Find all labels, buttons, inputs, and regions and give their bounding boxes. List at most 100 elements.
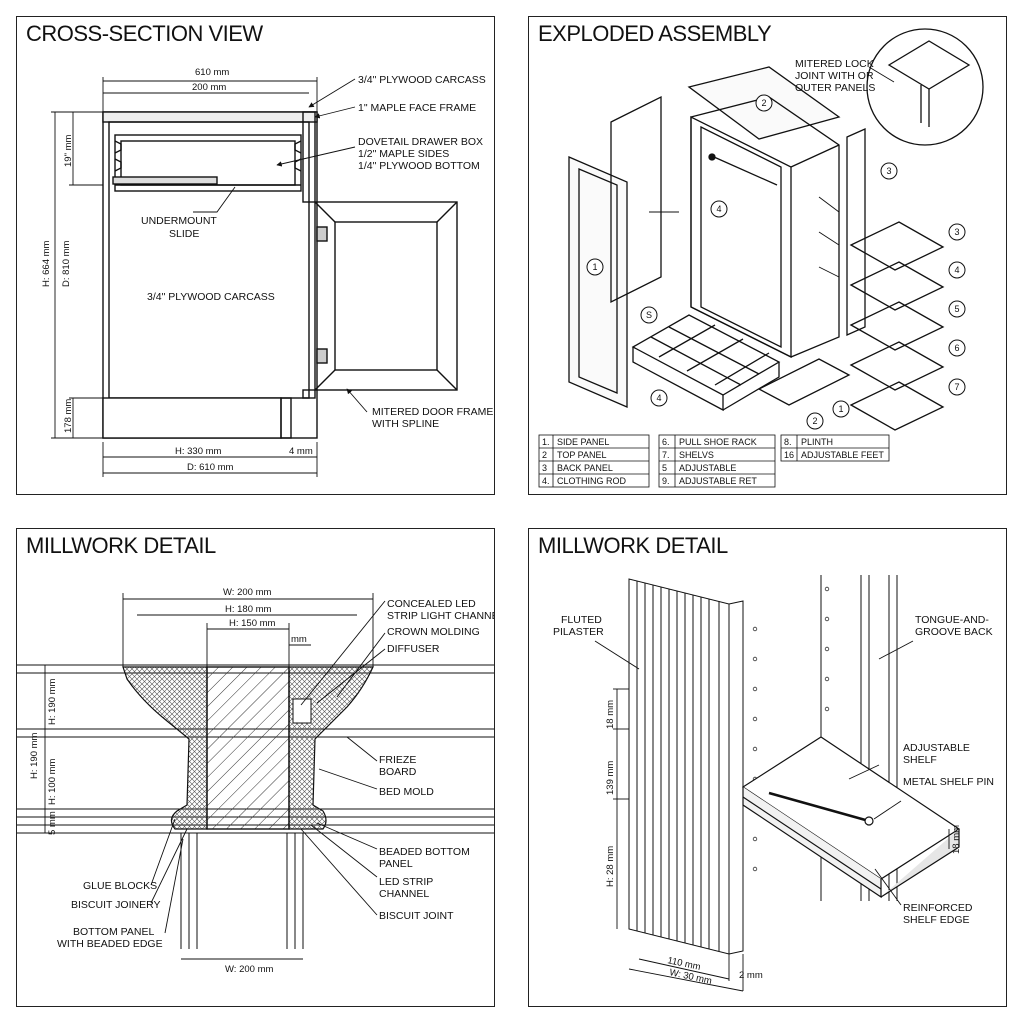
legend-num: 1. <box>542 437 550 447</box>
label-bed-mold: BED MOLD <box>379 786 434 798</box>
label-frieze-1: FRIEZE <box>379 754 416 766</box>
label-glue-blocks: GLUE BLOCKS <box>83 880 157 892</box>
millwork-right-drawing: 18 mm 139 mm H: 28 mm 110 mm W: 30 mm 2 … <box>529 529 1007 1007</box>
marker: 7 <box>954 382 959 392</box>
label-bottom-1: BOTTOM PANEL <box>73 926 154 938</box>
marker: S <box>646 310 652 320</box>
marker: 5 <box>954 304 959 314</box>
dim-h190a: H: 190 mm <box>47 678 58 725</box>
exploded-drawing: MITERED LOCK JOINT WITH OR OUTER PANELS … <box>529 17 1007 495</box>
dim-h330: H: 330 mm <box>175 446 222 457</box>
label-undermount-2: SLIDE <box>169 228 199 240</box>
label-maple-face-frame: 1" MAPLE FACE FRAME <box>358 102 476 114</box>
label-mitered-1: MITERED DOOR FRAME <box>372 406 493 418</box>
dim-610: 610 mm <box>195 67 229 78</box>
door <box>315 202 457 390</box>
exploded-assembly-panel: EXPLODED ASSEMBLY <box>528 16 1007 495</box>
legend-item: PULL SHOE RACK <box>679 437 757 447</box>
label-adj-2: SHELF <box>903 754 937 766</box>
label-mitered-2: WITH SPLINE <box>372 418 439 430</box>
legend-num: 2 <box>542 450 547 460</box>
dim-139mm: 139 mm <box>605 761 616 795</box>
label-crown: CROWN MOLDING <box>387 626 480 638</box>
label-ledstrip-2: CHANNEL <box>379 888 429 900</box>
legend-num: 4. <box>542 476 550 486</box>
legend-item: TOP PANEL <box>557 450 607 460</box>
dim-d810: D: 810 mm <box>61 240 72 287</box>
label-dovetail-2: 1/2" MAPLE SIDES <box>358 148 449 160</box>
led-channel <box>293 699 311 723</box>
millwork-left-drawing: W: 200 mm H: 180 mm H: 150 mm mm H: 190 … <box>17 529 495 1007</box>
frieze-block <box>207 667 289 829</box>
millwork-detail-left-panel: MILLWORK DETAIL <box>16 528 495 1007</box>
legend-num: 7. <box>662 450 670 460</box>
shoe-rack <box>633 315 779 395</box>
dim-h28: H: 28 mm <box>605 846 616 887</box>
crown-molding-left <box>123 667 207 829</box>
label-ledstrip-1: LED STRIP <box>379 876 433 888</box>
label-dovetail-1: DOVETAIL DRAWER BOX <box>358 136 483 148</box>
dim-4mm: 4 mm <box>289 446 313 457</box>
side-panel <box>569 157 627 407</box>
label-reinf-2: SHELF EDGE <box>903 914 970 926</box>
marker: 1 <box>592 262 597 272</box>
label-led-1: CONCEALED LED <box>387 598 476 610</box>
legend-num: 6. <box>662 437 670 447</box>
dim-mm: mm <box>291 634 307 645</box>
label-tongue-1: TONGUE-AND- <box>915 614 989 626</box>
legend-item: CLOTHING ROD <box>557 476 627 486</box>
label-beaded-1: BEADED BOTTOM <box>379 846 470 858</box>
dim-h100: H: 100 mm <box>47 758 58 805</box>
dim-d610: D: 610 mm <box>187 462 234 473</box>
label-beaded-2: PANEL <box>379 858 413 870</box>
legend-item: PLINTH <box>801 437 833 447</box>
marker: 1 <box>838 404 843 414</box>
dim-h150: H: 150 mm <box>229 618 276 629</box>
label-undermount-1: UNDERMOUNT <box>141 215 217 227</box>
label-bottom-2: WITH BEADED EDGE <box>57 938 163 950</box>
legend-num: 3 <box>542 463 547 473</box>
marker: 2 <box>812 416 817 426</box>
fluted-pilaster <box>629 579 743 954</box>
dim-178: 178 mm <box>63 399 74 433</box>
dim-200: 200 mm <box>192 82 226 93</box>
label-plywood-carcass-mid: 3/4" PLYWOOD CARCASS <box>147 291 275 303</box>
label-reinf-1: REINFORCED <box>903 902 973 914</box>
label-plywood-carcass-top: 3/4" PLYWOOD CARCASS <box>358 74 486 86</box>
carcass-outline <box>103 112 317 438</box>
marker: 2 <box>761 98 766 108</box>
callout-3: OUTER PANELS <box>795 82 875 94</box>
legend-item: BACK PANEL <box>557 463 613 473</box>
cross-section-panel: CROSS-SECTION VIEW <box>16 16 495 495</box>
legend-num: 9. <box>662 476 670 486</box>
dim-h180: H: 180 mm <box>225 604 272 615</box>
marker: 6 <box>954 343 959 353</box>
legend-item: SIDE PANEL <box>557 437 609 447</box>
dim-5mm: 5 mm <box>47 811 58 835</box>
marker: 4 <box>716 204 721 214</box>
dim-w200-top: W: 200 mm <box>223 587 271 598</box>
dim-18mm: 18 mm <box>605 700 616 729</box>
dim-h190b: H: 190 mm <box>29 732 40 779</box>
dim-2mm: 2 mm <box>739 970 763 981</box>
dim-h664: H: 664 mm <box>41 240 52 287</box>
legend-num: 8. <box>784 437 792 447</box>
dim-18mm-b: 18 mm <box>951 825 962 854</box>
callout-2: JOINT WITH OR <box>795 70 874 82</box>
legend-item: ADJUSTABLE <box>679 463 736 473</box>
label-frieze-2: BOARD <box>379 766 417 778</box>
legend-item: ADJUSTABLE RET <box>679 476 757 486</box>
label-tongue-2: GROOVE BACK <box>915 626 993 638</box>
legend-num: 5 <box>662 463 667 473</box>
label-fluted-1: FLUTED <box>561 614 602 626</box>
label-biscuit-joinery: BISCUIT JOINERY <box>71 899 160 911</box>
label-fluted-2: PILASTER <box>553 626 604 638</box>
label-biscuit-joint: BISCUIT JOINT <box>379 910 454 922</box>
millwork-detail-right-panel: MILLWORK DETAIL <box>528 528 1007 1007</box>
dim-w200-bot: W: 200 mm <box>225 964 273 975</box>
label-led-2: STRIP LIGHT CHANNEL <box>387 610 495 622</box>
label-dovetail-3: 1/4" PLYWOOD BOTTOM <box>358 160 480 172</box>
marker: 4 <box>656 393 661 403</box>
legend-num: 16 <box>784 450 794 460</box>
label-adj-1: ADJUSTABLE <box>903 742 970 754</box>
